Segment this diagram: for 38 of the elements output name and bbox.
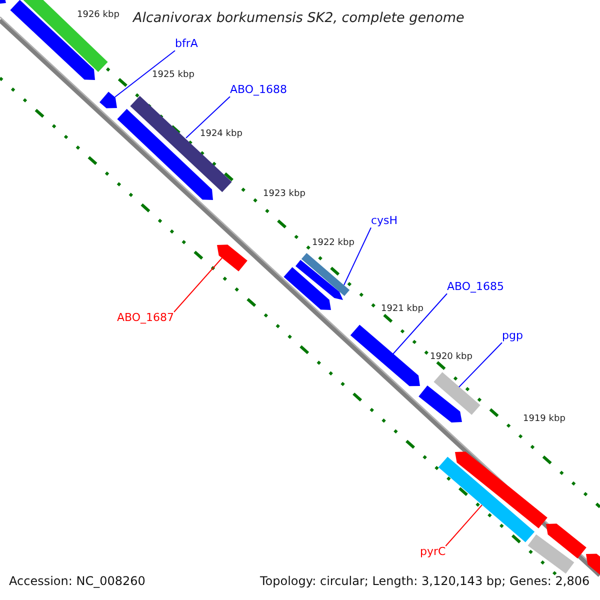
leader-line (392, 293, 448, 354)
leader-line (174, 258, 222, 312)
gene-label: pyrC (420, 546, 446, 559)
gene-block (217, 244, 248, 272)
gene-block (0, 0, 6, 4)
gene-block (528, 534, 574, 574)
leader-line (186, 96, 230, 138)
leader-line (344, 227, 372, 286)
scale-label: 1919 kbp (523, 414, 566, 424)
gene-block (296, 260, 343, 300)
gene-block (350, 324, 420, 386)
scale-label: 1926 kbp (77, 10, 120, 20)
footer-text: Accession: NC_008260 (9, 575, 146, 589)
scale-label: 1920 kbp (430, 352, 472, 362)
gene-block (546, 524, 586, 558)
gene-label: bfrA (175, 38, 198, 51)
leader-line (458, 342, 502, 388)
leader-line (445, 504, 482, 546)
gene-label: pgp (502, 330, 523, 343)
scale-label: 1923 kbp (263, 189, 306, 200)
scale-label: 1924 kbp (200, 129, 242, 140)
gene-block (100, 92, 117, 108)
gene-block (284, 267, 331, 310)
scale-label: 1921 kbp (381, 304, 424, 314)
scale-label: 1922 kbp (312, 238, 354, 248)
gene-block (418, 386, 462, 422)
leader-line (114, 50, 176, 98)
gene-block (438, 456, 535, 542)
scale-label: 1925 kbp (152, 70, 194, 80)
gene-label: cysH (371, 215, 398, 228)
gene-label: ABO_1685 (447, 281, 504, 294)
title: Alcanivorax borkumensis SK2, complete genome (133, 11, 464, 27)
gene-label: ABO_1688 (230, 84, 288, 97)
gene-block (301, 253, 350, 296)
gene-label: ABO_1687 (117, 312, 174, 325)
footer-text: Topology: circular; Length: 3,120,143 bp; Genes: 2,806 (260, 575, 590, 589)
gene-block (434, 372, 480, 415)
gene-block (455, 452, 548, 528)
